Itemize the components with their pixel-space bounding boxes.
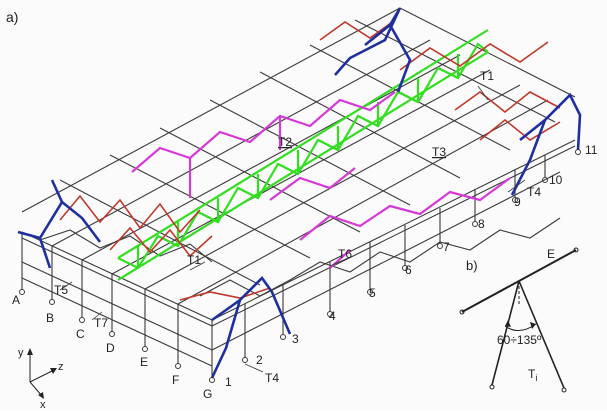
label-support-5: 5: [369, 286, 376, 300]
axis-x-label: x: [40, 399, 46, 411]
label-support-3: 3: [292, 332, 299, 346]
x-axis-arrow: [29, 381, 43, 397]
label-t1-upper: T1: [480, 69, 494, 83]
labels: a) T1 T1 T2 T3 T4 T4 T5 T6 T7 A B C D E …: [6, 9, 598, 401]
label-t2: T2: [278, 135, 292, 149]
axis-triad: y z x: [18, 347, 64, 411]
red-truss: [59, 19, 561, 301]
label-t7: T7: [94, 316, 108, 330]
detail-label-e: E: [547, 247, 555, 261]
z-axis-arrow: [29, 369, 55, 383]
panel-a-label: a): [6, 9, 18, 25]
label-support-9: 9: [514, 195, 521, 209]
detail-left-leg: [491, 280, 520, 386]
label-support-d: D: [106, 341, 115, 355]
label-t1-lower: T1: [187, 253, 201, 267]
label-t6: T6: [338, 247, 352, 261]
axis-z-label: z: [58, 361, 64, 373]
label-t3: T3: [432, 145, 446, 159]
label-t4-bottom: T4: [265, 371, 279, 385]
label-support-c: C: [76, 327, 85, 341]
label-support-4: 4: [329, 309, 336, 323]
label-support-7: 7: [443, 240, 450, 254]
detail-right-leg: [518, 280, 565, 389]
label-support-g: G: [203, 387, 212, 401]
label-support-8: 8: [478, 217, 485, 231]
detail-b: b) E 60÷135º Ti: [459, 247, 579, 393]
detail-label-t: Ti: [528, 367, 537, 383]
label-support-f: F: [172, 373, 179, 387]
supports: [19, 149, 581, 383]
label-support-6: 6: [405, 263, 412, 277]
label-support-11: 11: [585, 143, 598, 157]
label-support-e: E: [140, 355, 148, 369]
blue-truss: [17, 7, 582, 379]
label-support-1: 1: [225, 375, 232, 389]
axis-y-label: y: [18, 347, 24, 359]
leader-lines: [59, 85, 526, 373]
label-support-2: 2: [256, 353, 263, 367]
label-support-10: 10: [549, 173, 563, 187]
label-support-b: B: [46, 311, 54, 325]
label-support-a: A: [12, 293, 20, 307]
label-t4-right: T4: [527, 185, 541, 199]
magenta-truss: [131, 91, 511, 269]
label-t5: T5: [54, 283, 68, 297]
panel-b-label: b): [466, 258, 478, 273]
detail-angle-label: 60÷135º: [497, 333, 542, 347]
